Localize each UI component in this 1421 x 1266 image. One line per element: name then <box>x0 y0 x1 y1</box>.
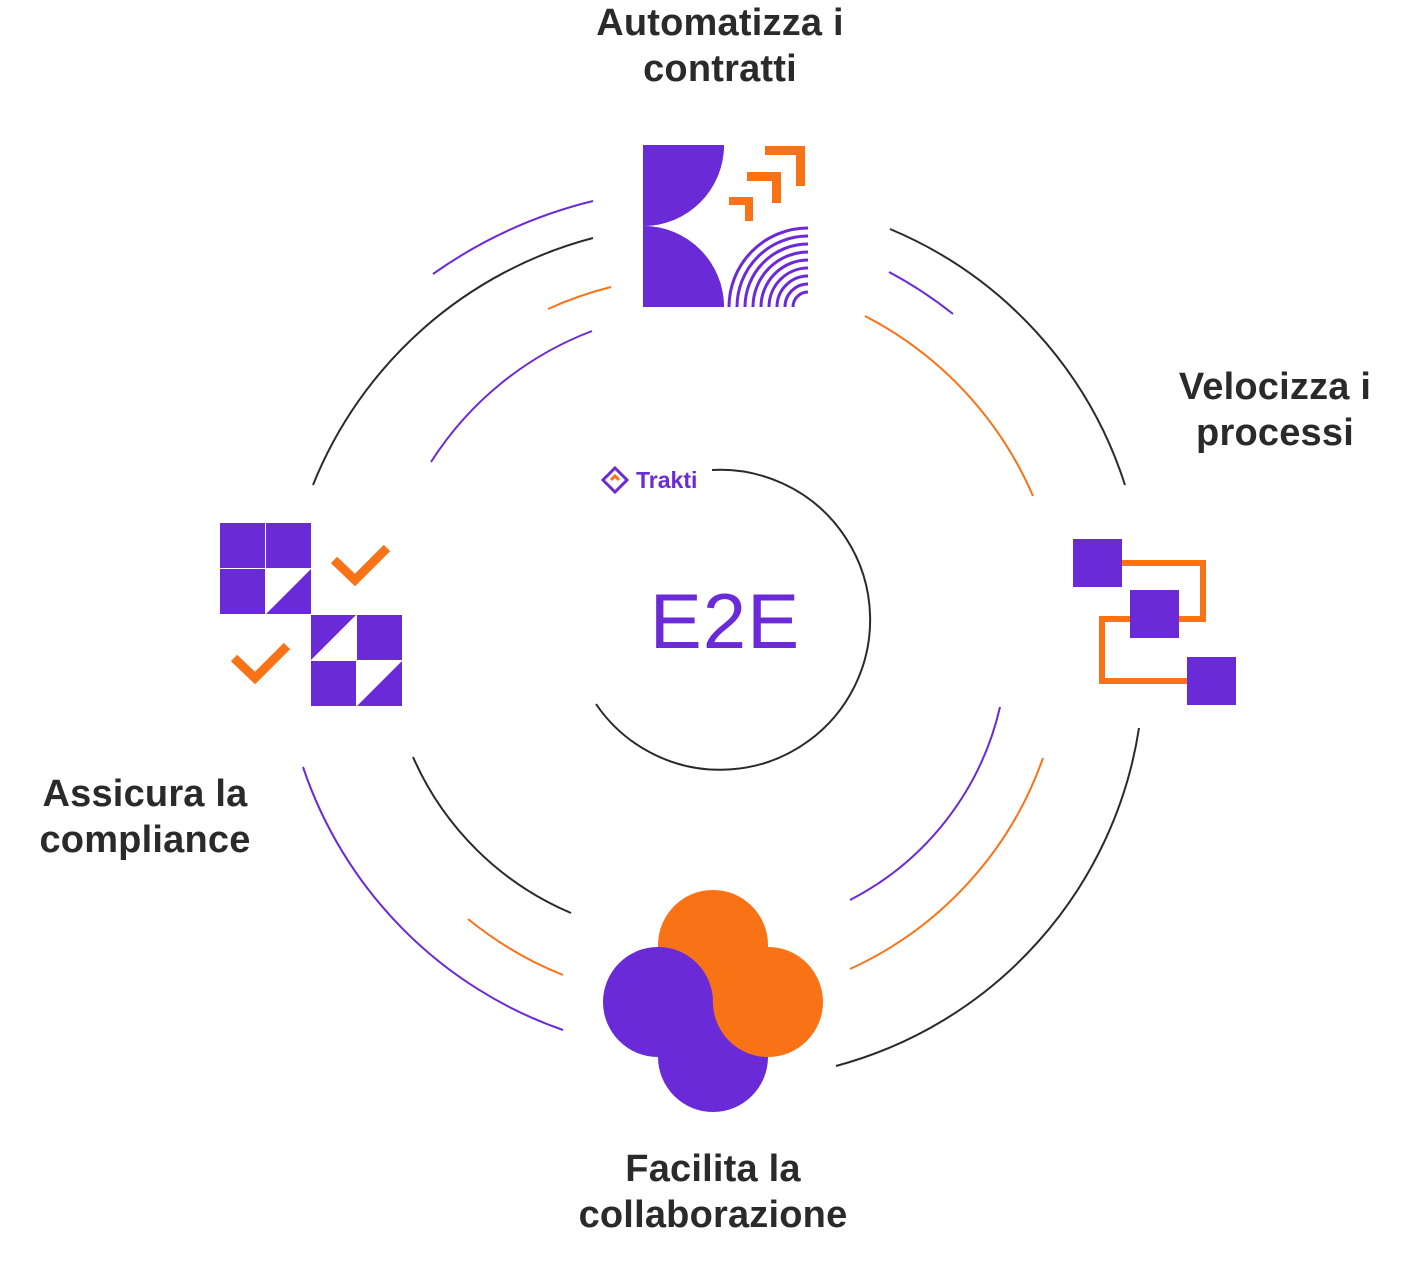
outer-ring-arc-top-right <box>889 228 1126 486</box>
step-label-line1: Automatizza i <box>596 2 844 44</box>
purple-arc-top-left-inner <box>430 330 593 463</box>
outer-ring-arc-top-left <box>312 237 594 486</box>
step-label-line1: Velocizza i <box>1178 366 1372 408</box>
step-label-line2: collaborazione <box>578 1194 848 1236</box>
step-label-line1: Assicura la <box>42 773 248 815</box>
trakti-logo-icon <box>600 465 630 495</box>
orange-arc-top-right <box>864 315 1034 497</box>
step-label-right: Velocizza i processi <box>1125 364 1421 456</box>
center-ring-arc <box>595 468 872 771</box>
purple-arc-bottom-right-inner <box>849 706 1001 901</box>
step-label-line2: processi <box>1196 412 1354 454</box>
step-label-line2: compliance <box>39 819 251 861</box>
compliance-check-icon <box>220 523 402 706</box>
dark-arc-bottom-left <box>412 756 572 914</box>
orbit-arcs <box>302 200 1140 1067</box>
process-flow-icon <box>1073 539 1236 705</box>
step-label-line1: Facilita la <box>625 1148 801 1190</box>
trakti-brand: Trakti <box>600 463 697 497</box>
step-label-bottom: Facilita la collaborazione <box>513 1146 913 1238</box>
step-label-left: Assicura la compliance <box>0 771 290 863</box>
center-title: E2E <box>649 577 801 665</box>
purple-arc-bottom-left-outer <box>302 766 564 1031</box>
step-label-line2: contratti <box>643 48 797 90</box>
purple-arc-top-right-outer <box>888 271 954 315</box>
purple-arc-top-left-outer <box>432 200 594 275</box>
orange-arc-top-left <box>547 286 612 310</box>
contract-automation-icon <box>643 145 809 308</box>
orange-arc-bottom-left <box>467 918 564 976</box>
brand-name: Trakti <box>636 466 698 493</box>
orange-arc-bottom-right <box>849 757 1044 970</box>
outer-ring-arc-bottom-right <box>835 727 1140 1067</box>
collaboration-icon <box>603 890 823 1112</box>
step-label-top: Automatizza i contratti <box>520 0 920 92</box>
